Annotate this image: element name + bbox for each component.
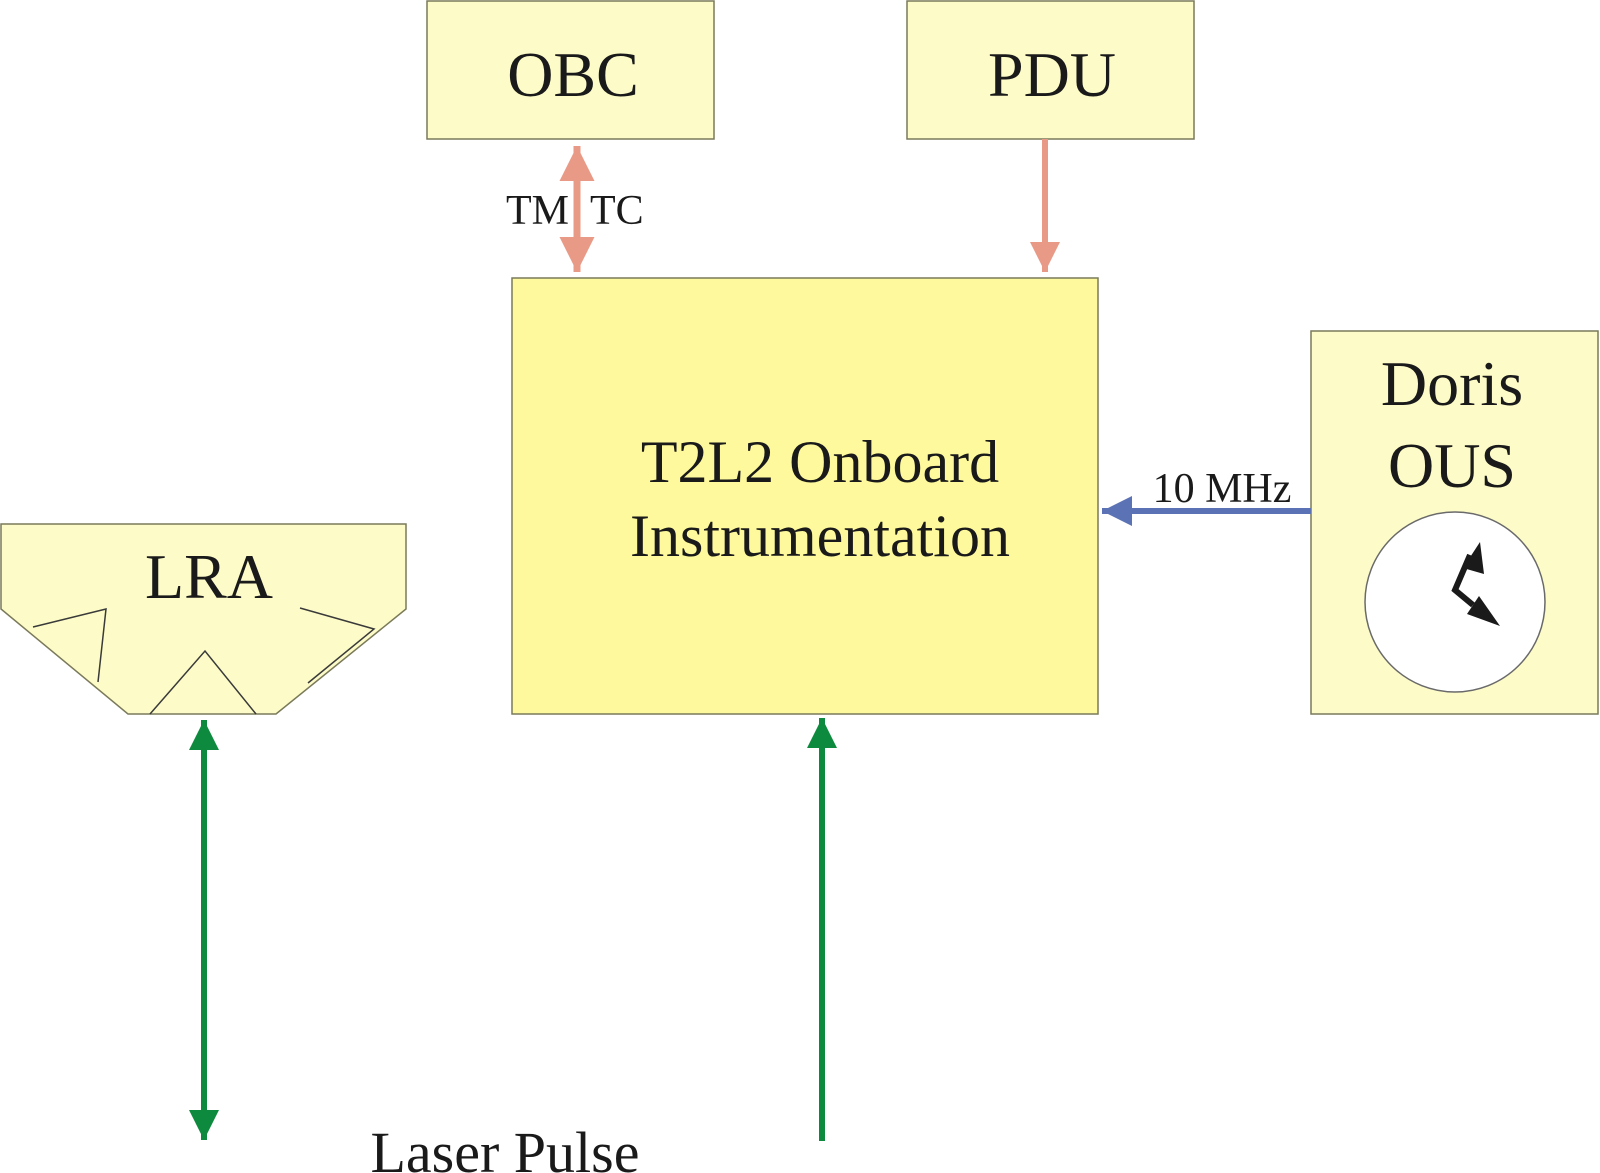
laser-pulse-label: Laser Pulse: [371, 1120, 640, 1173]
obc-block: OBC: [426, 0, 715, 140]
tc-label: TC: [590, 188, 644, 234]
lra-block: LRA: [0, 523, 407, 715]
obc-label: OBC: [507, 39, 639, 110]
clock-icon: [1364, 511, 1546, 693]
pdu-label: PDU: [988, 39, 1116, 110]
t2l2-title-line2: Instrumentation: [630, 503, 1010, 569]
freq-label: 10 MHz: [1153, 466, 1292, 512]
tm-label: TM: [506, 188, 569, 234]
doris-label-line1: Doris: [1381, 348, 1523, 419]
t2l2-block: T2L2 Onboard Instrumentation: [511, 277, 1099, 715]
t2l2-title-line1: T2L2 Onboard: [641, 429, 999, 495]
pdu-block: PDU: [906, 0, 1195, 140]
doris-label-line2: OUS: [1388, 430, 1516, 501]
retroreflector-array-icon: [32, 607, 376, 715]
lra-label: LRA: [145, 541, 273, 612]
doris-ous-block: Doris OUS: [1310, 330, 1599, 715]
